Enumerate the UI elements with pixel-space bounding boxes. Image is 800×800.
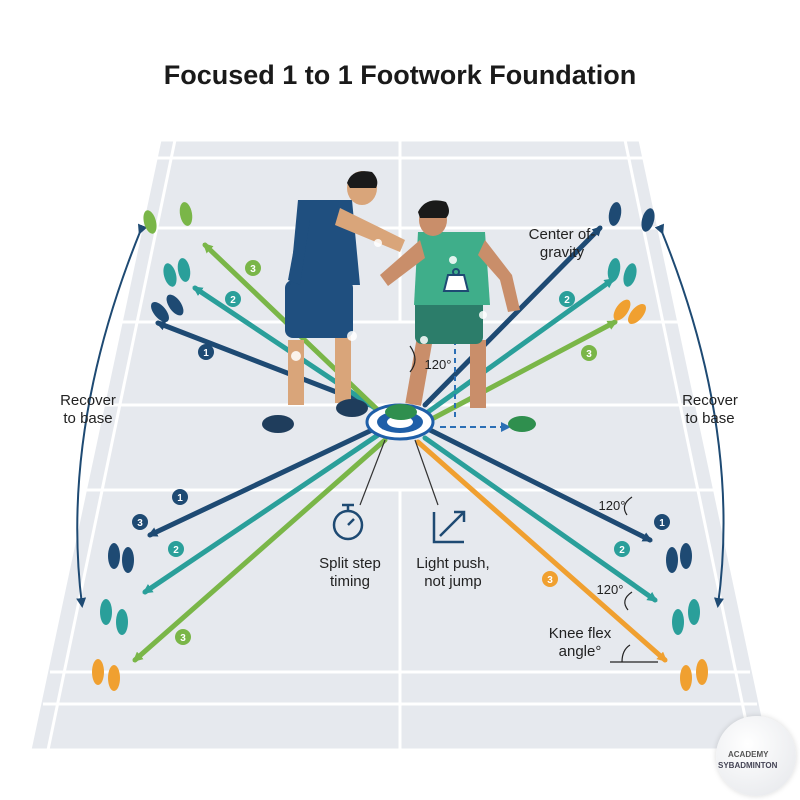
arrow-left-upper-1 (155, 320, 373, 408)
badge-right-upper-3: 3 (581, 345, 597, 361)
arrow-right-upper-1 (422, 225, 603, 408)
badge-left-upper-1: 1 (198, 344, 214, 360)
logo-text-badminton: SYBADMINTON (718, 761, 777, 770)
split-step-label: Split step timing (319, 555, 381, 590)
knee-angle-arc (409, 345, 416, 373)
svg-text:2: 2 (619, 545, 625, 556)
arrow-right-upper-3 (427, 319, 618, 423)
badge-left-lower-2: 2 (168, 541, 184, 557)
footprints-right-1 (608, 202, 655, 232)
badge-left-lower-3a: 3 (132, 514, 148, 530)
svg-text:2: 2 (230, 295, 236, 306)
arrow-left-lower-3 (132, 437, 388, 663)
footprints (92, 202, 708, 691)
recover-right-label: Recover to base (682, 392, 738, 427)
badge-right-lower-3: 3 (542, 571, 558, 587)
footprints-right-6 (680, 659, 708, 691)
footprints-left-2 (163, 258, 191, 287)
badge-left-upper-2: 2 (225, 291, 241, 307)
footprints-left-1 (143, 202, 193, 234)
footprints-left-3 (151, 294, 184, 322)
svg-text:1: 1 (659, 518, 665, 529)
logo-line2: BADMINTON (728, 761, 778, 770)
court-surface (30, 140, 770, 750)
academy-logo: ACADEMY SYBADMINTON (716, 716, 796, 796)
right-angle-arc-1 (623, 496, 633, 516)
right-angle-label-1: 120° (598, 498, 626, 513)
logo-prefix: SY (718, 761, 729, 770)
arrow-right-lower-2 (422, 435, 658, 603)
pointer-lines (359, 439, 439, 506)
logo-text-academy: ACADEMY (728, 750, 769, 759)
svg-text:3: 3 (250, 264, 256, 275)
arrow-right-upper-2 (425, 277, 615, 415)
arrow-left-lower-1 (147, 427, 375, 538)
movement-arrows (132, 225, 668, 663)
svg-text:2: 2 (564, 295, 570, 306)
footprints-left-5 (100, 599, 128, 635)
svg-text:3: 3 (137, 518, 143, 529)
footprints-right-2 (607, 258, 637, 287)
knee-angle-label: 120° (424, 357, 452, 372)
recover-left-label: Recover to base (60, 392, 116, 427)
badge-left-upper-3: 3 (245, 260, 261, 276)
footprints-right-4 (666, 543, 692, 573)
arrow-right-lower-3 (415, 439, 668, 663)
footprints-left-6 (92, 659, 120, 691)
arrow-right-lower-1 (427, 427, 653, 543)
diagram-title: Focused 1 to 1 Footwork Foundation (163, 60, 637, 90)
right-angle-label-2: 120° (596, 582, 624, 597)
right-angle-arc-2 (624, 591, 633, 611)
weight-icon (442, 268, 470, 292)
svg-text:2: 2 (173, 545, 179, 556)
recover-arc-left (76, 223, 148, 608)
knee-flex-arc (621, 644, 631, 663)
badge-right-lower-2: 2 (614, 541, 630, 557)
svg-text:3: 3 (180, 633, 186, 644)
push-arrow-icon (432, 510, 466, 544)
stopwatch-icon (332, 503, 364, 541)
badge-right-upper-2: 2 (559, 291, 575, 307)
svg-text:3: 3 (547, 575, 553, 586)
center-of-gravity-label: Center of- gravity (528, 226, 596, 261)
badge-left-lower-3b: 3 (175, 629, 191, 645)
number-badges: 1 2 3 2 3 1 3 2 3 1 2 3 (132, 260, 670, 645)
player-figure (380, 200, 536, 432)
svg-text:1: 1 (203, 348, 209, 359)
footprints-right-3 (613, 299, 646, 324)
light-push-label: Light push, not jump (416, 555, 490, 590)
svg-text:3: 3 (586, 349, 592, 360)
badge-left-lower-1: 1 (172, 489, 188, 505)
footprints-right-5 (672, 599, 700, 635)
svg-text:1: 1 (177, 493, 183, 504)
footprints-left-4 (108, 543, 134, 573)
coach-figure (262, 171, 405, 433)
knee-flex-label: Knee flex angle° (548, 625, 612, 660)
recover-arc-right (654, 223, 725, 608)
arrow-left-lower-2 (142, 432, 381, 595)
badge-right-lower-1: 1 (654, 514, 670, 530)
